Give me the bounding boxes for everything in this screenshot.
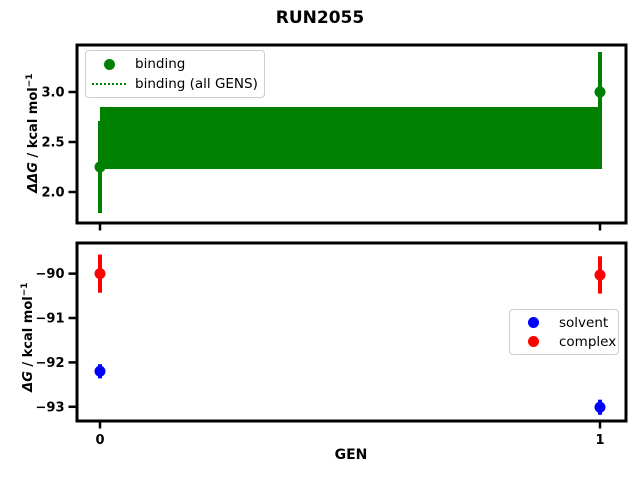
solvent-marker-icon — [527, 317, 539, 328]
y-tick-label-3.0: 3.0 — [41, 86, 64, 101]
legend-item-binding: binding — [92, 54, 258, 74]
legend-binding: binding binding (all GENS) — [85, 50, 265, 98]
data-point-complex-gen0 — [94, 268, 106, 280]
y-axis-label-symbol: ΔΔG — [26, 162, 42, 193]
axes-spines-panel-1 — [75, 241, 628, 423]
legend-label: binding (all GENS) — [135, 76, 258, 92]
y-axis-label-exponent: −1 — [24, 73, 35, 88]
x-tick-label-1: 1 — [595, 433, 604, 448]
band-binding-all-gens — [100, 107, 602, 169]
x-axis-label: GEN — [334, 447, 368, 463]
y-tick-label-−92: −92 — [36, 356, 65, 371]
y-tick-label-2.5: 2.5 — [41, 136, 64, 151]
dotted-line-icon — [92, 83, 126, 85]
complex-marker-icon — [527, 336, 539, 347]
data-point-solvent-gen1 — [594, 401, 606, 413]
y-axis-label-exponent: −1 — [19, 282, 30, 297]
y-axis-label-symbol: ΔG — [21, 371, 37, 392]
binding-marker-icon — [103, 58, 115, 70]
legend-glyph-box — [92, 58, 126, 70]
legend-label: binding — [135, 56, 186, 72]
data-point-solvent-gen0 — [94, 365, 106, 377]
y-axis-label-unit: / kcal mol — [21, 296, 37, 372]
legend-label: complex — [559, 333, 617, 350]
legend-label: solvent — [559, 314, 609, 331]
y-tick-label-2.0: 2.0 — [41, 186, 64, 201]
data-point-complex-gen1 — [594, 269, 606, 281]
data-point-binding-gen0 — [94, 161, 106, 173]
legend-glyph-box — [516, 336, 550, 347]
legend-glyph-box — [92, 83, 126, 85]
y-axis-label-unit: / kcal mol — [26, 87, 42, 163]
legend-glyph-box — [516, 317, 550, 328]
figure-title: RUN2055 — [275, 8, 365, 28]
legend-item-binding-all-gens: binding (all GENS) — [92, 74, 258, 94]
y-tick-label-−93: −93 — [36, 400, 65, 415]
y-axis-label-dg: ΔG / kcal mol−1 — [20, 252, 36, 422]
y-tick-label-−91: −91 — [36, 312, 65, 327]
data-point-binding-gen1 — [594, 86, 606, 98]
legend-item-complex: complex — [516, 332, 616, 351]
legend-dg: solvent complex — [509, 309, 619, 355]
y-tick-label-−90: −90 — [36, 267, 65, 282]
legend-item-solvent: solvent — [516, 313, 612, 332]
x-tick-label-0: 0 — [95, 433, 104, 448]
axes-spines-panel-0 — [75, 43, 628, 225]
y-axis-label-ddg: ΔΔG / kcal mol−1 — [25, 48, 41, 218]
